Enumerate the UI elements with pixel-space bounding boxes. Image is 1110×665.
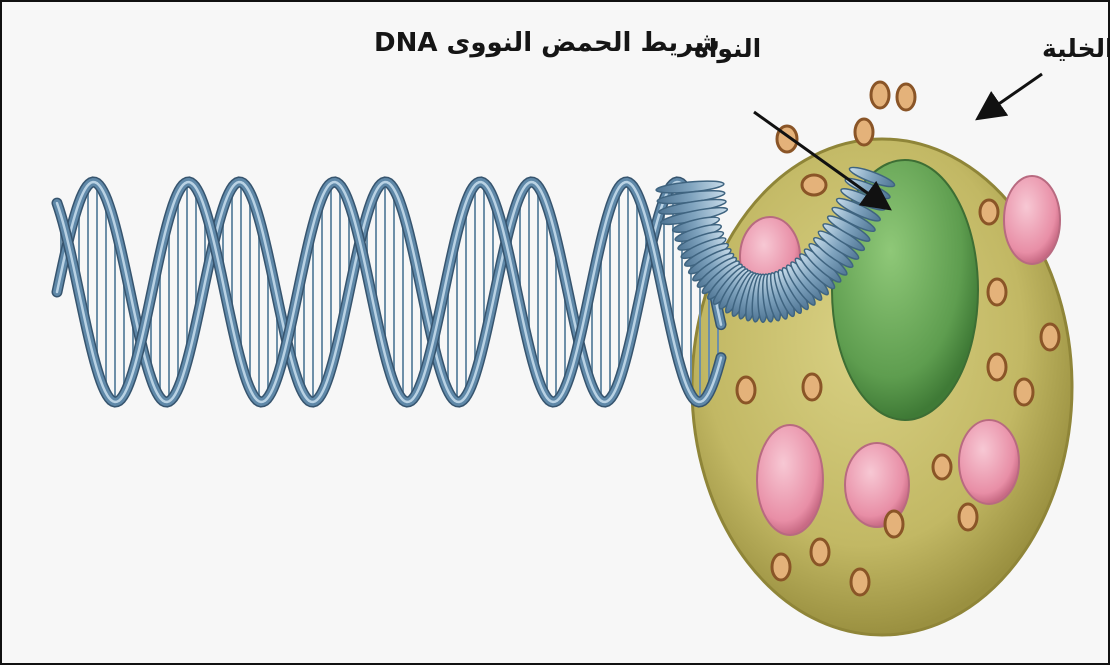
granule xyxy=(851,569,869,595)
granule xyxy=(1015,379,1033,405)
granule xyxy=(897,84,915,110)
vacuole xyxy=(959,420,1019,504)
granule xyxy=(772,554,790,580)
dna-double-helix xyxy=(57,182,721,402)
cell-label: الخلية xyxy=(1042,34,1110,63)
dna-strand-label: شريط الحمض النووى DNA xyxy=(374,28,720,58)
granule xyxy=(803,374,821,400)
granule xyxy=(933,455,951,479)
vacuole xyxy=(757,425,823,535)
granule xyxy=(871,82,889,108)
granule xyxy=(802,175,826,195)
cell-pointer-arrow xyxy=(980,74,1042,117)
granule xyxy=(855,119,873,145)
granule xyxy=(988,279,1006,305)
granule xyxy=(885,511,903,537)
granule xyxy=(737,377,755,403)
granule xyxy=(959,504,977,530)
vacuole xyxy=(1004,176,1060,264)
nucleus-label: النواة xyxy=(694,34,761,63)
granule xyxy=(980,200,998,224)
granule xyxy=(1041,324,1059,350)
granule xyxy=(811,539,829,565)
granule xyxy=(988,354,1006,380)
